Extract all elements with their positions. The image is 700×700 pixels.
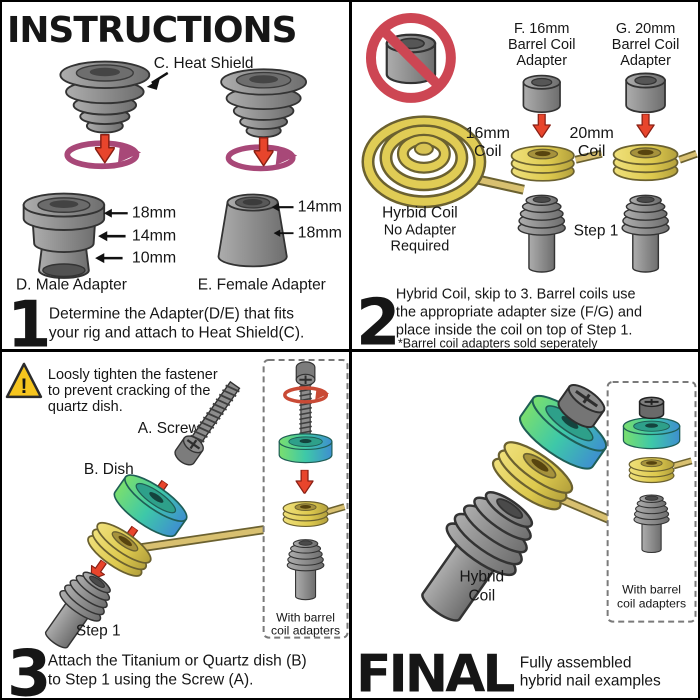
hybrid-coil-label: Hyrbid Coil (382, 205, 458, 222)
dish-illustration (278, 432, 333, 463)
step-3-text-line1: Attach the Titanium or Quartz dish (B) (48, 652, 307, 669)
inset-caption-line1: With barrel (622, 582, 681, 596)
female-size-18: 18mm (298, 225, 342, 242)
coil-20-label-line1: 20mm (569, 125, 613, 142)
sheet-title: INSTRUCTIONS (7, 10, 297, 51)
screw-head-illustration (557, 383, 605, 428)
male-size-14: 14mm (132, 228, 176, 245)
step-1-text-line1: Determine the Adapter(D/E) that fits (49, 306, 294, 323)
down-arrow-icon (531, 113, 551, 138)
inset-caption-line2: coil adapters (617, 596, 686, 610)
quadrant-step-1: INSTRUCTIONS C. Heat Shield 18mm 14mm 10… (2, 2, 349, 349)
warning-icon: ! (5, 362, 43, 398)
hybrid-coil-label-line2: Coil (468, 587, 495, 604)
inset-caption-line2: coil adapters (271, 623, 340, 637)
step-2-text-line2: the appropriate adapter size (F/G) and (395, 305, 641, 321)
pointer-arrow-icon (146, 71, 169, 90)
size-arrow-icon (103, 207, 128, 219)
assembled-nail-illustration (401, 383, 614, 637)
coil-16-illustration (510, 145, 603, 182)
coil-20-label-line2: Coil (577, 143, 605, 160)
size-arrow-icon (93, 252, 125, 264)
size-arrow-icon (96, 230, 128, 242)
down-arrow-icon (94, 133, 115, 164)
hybrid-coil-illustration (360, 115, 525, 209)
final-heading: FINAL (355, 644, 513, 698)
adapter-f-label-line3: Adapter (516, 53, 567, 69)
female-adapter-label: E. Female Adapter (198, 277, 326, 294)
step-2-text-line1: Hybrid Coil, skip to 3. Barrel coils use (395, 287, 635, 303)
step-3-text-line2: to Step 1 using the Screw (A). (48, 671, 254, 688)
hybrid-coil-note2: Required (390, 239, 449, 255)
barrel-adapter-16-illustration (522, 74, 561, 114)
adapter-g-label-line1: G. 20mm (615, 21, 675, 37)
step-3-number: 3 (7, 637, 51, 698)
down-arrow-icon (635, 113, 655, 138)
warning-text-line1: Loosly tighten the fastener (48, 366, 218, 382)
inset-caption-line1: With barrel (276, 610, 335, 624)
coil-16-label-line2: Coil (474, 143, 502, 160)
dish-label: B. Dish (84, 460, 134, 477)
step-2-text-line3: place inside the coil on top of Step 1. (395, 323, 631, 339)
barrel-adapter-20-illustration (624, 72, 666, 114)
heat-shield-illustration (59, 60, 151, 134)
hybrid-coil-label-line1: Hybrid (459, 568, 504, 585)
step1-caption: Step 1 (76, 622, 121, 639)
warning-text-line2: to prevent cracking of the (48, 382, 210, 398)
step-1-number: 1 (7, 289, 51, 349)
adapter-g-label-line2: Barrel Coil (611, 37, 679, 53)
coil-illustration (282, 500, 346, 527)
adapter-f-label-line2: Barrel Coil (507, 37, 575, 53)
dish-illustration (622, 416, 680, 449)
step-2-number: 2 (355, 287, 399, 349)
heat-shield-illustration (220, 68, 308, 139)
hybrid-coil-note1: No Adapter (383, 223, 456, 239)
warning-text-line3: quartz dish. (48, 398, 123, 414)
final-caption-line1: Fully assembled (519, 654, 631, 671)
svg-text:!: ! (20, 374, 27, 397)
step1-caption: Step 1 (573, 223, 618, 240)
male-size-10: 10mm (132, 250, 176, 267)
coil-illustration (628, 456, 692, 483)
screw-label: A. Screw (138, 419, 201, 436)
male-adapter-illustration (22, 192, 106, 279)
inset-box (262, 358, 349, 639)
adapter-g-label-line3: Adapter (620, 53, 671, 69)
step1-base-illustration (620, 194, 670, 273)
quadrant-step-2: Hyrbid Coil No Adapter Required F. 16mm … (351, 2, 698, 349)
step-2-footnote: *Barrel coil adapters sold seperately (397, 337, 597, 349)
screw-head-illustration (638, 396, 664, 419)
quadrant-final: Hybrid Coil With barrel coil adapters FI… (351, 351, 698, 698)
male-adapter-label: D. Male Adapter (16, 277, 127, 294)
step-1-text-line2: your rig and attach to Heat Shield(C). (49, 325, 304, 342)
no-symbol-icon (365, 12, 456, 103)
down-arrow-icon (253, 136, 274, 167)
step1-base-illustration (516, 194, 566, 273)
female-size-14: 14mm (298, 199, 342, 216)
quadrant-step-3: ! Loosly tighten the fastener to prevent… (2, 351, 349, 698)
coil-20-illustration (612, 143, 698, 182)
coil-16-label-line1: 16mm (465, 125, 509, 142)
adapter-f-label-line1: F. 16mm (513, 21, 568, 37)
heat-shield-label: C. Heat Shield (154, 55, 254, 72)
male-size-18: 18mm (132, 205, 176, 222)
final-caption-line2: hybrid nail examples (519, 672, 660, 689)
